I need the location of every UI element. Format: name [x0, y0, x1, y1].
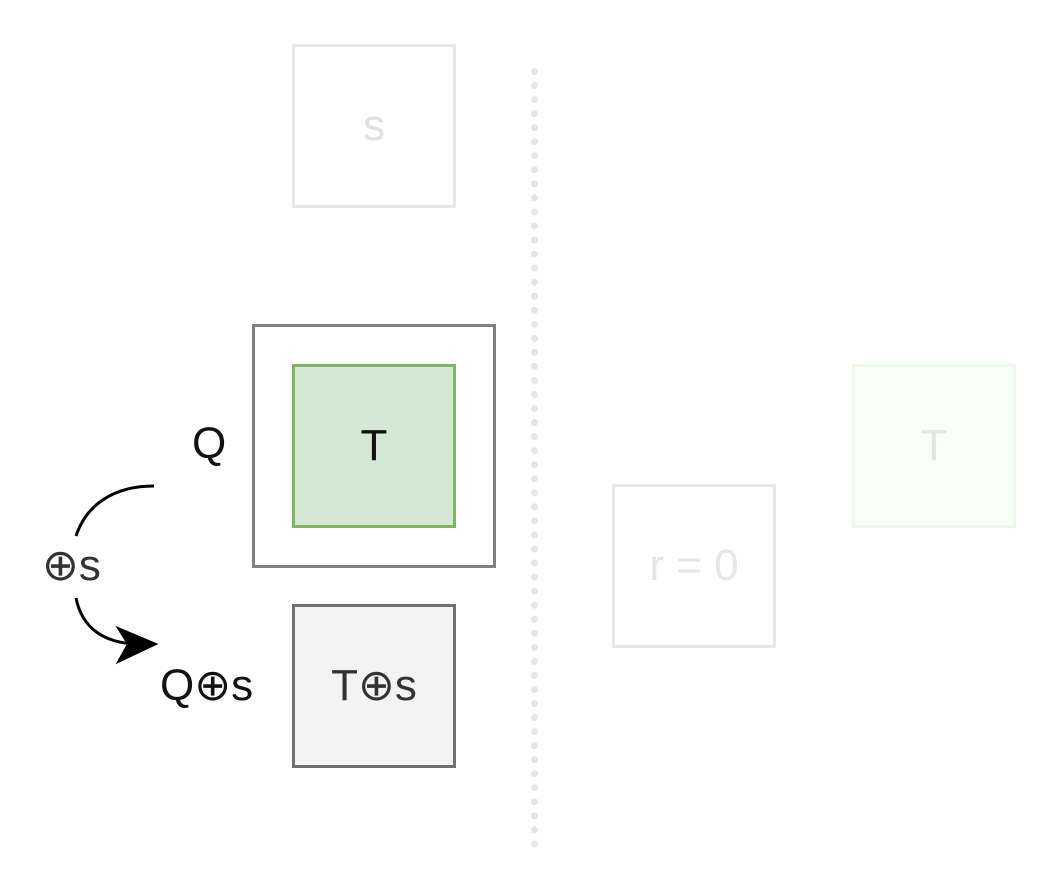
arrow-lower-curve [74, 597, 141, 646]
label-q: Q [192, 419, 227, 468]
box-q-container [252, 324, 496, 568]
box-t-faded: T [852, 364, 1016, 528]
box-r-label: r = 0 [649, 541, 739, 590]
arrow-upper-curve [74, 484, 155, 537]
box-t: T [292, 364, 456, 528]
label-q-plus-s: Q⊕s [160, 661, 254, 710]
box-t-faded-label: T [920, 421, 948, 470]
dotted-divider [531, 68, 538, 848]
box-t-plus-s: T⊕s [292, 604, 456, 768]
box-r: r = 0 [612, 484, 776, 648]
box-t-plus-s-label: T⊕s [331, 661, 417, 710]
label-operation: ⊕s [42, 541, 101, 590]
box-s-label: s [363, 101, 385, 150]
box-t-label: T [360, 421, 388, 470]
box-s: s [292, 44, 456, 208]
arrowhead-icon [115, 625, 159, 665]
